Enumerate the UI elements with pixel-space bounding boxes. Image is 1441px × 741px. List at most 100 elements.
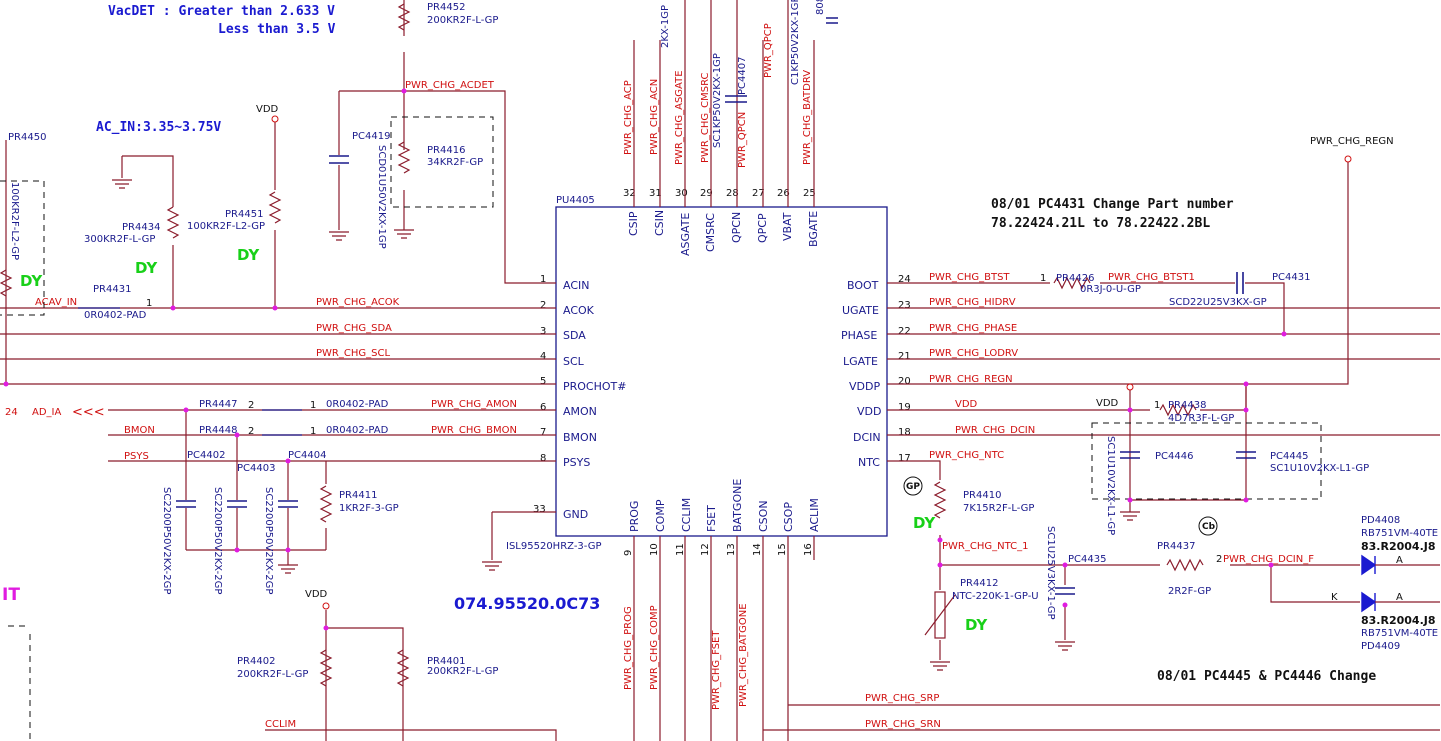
- dy-mark-3: DY: [237, 246, 260, 264]
- pr4447-pin1: 1: [310, 400, 316, 411]
- pr4401-ref: PR4401: [427, 656, 465, 667]
- pc4404-value: SC2200P50V2KX-2GP: [263, 487, 274, 594]
- net-top-batdrv: PWR_CHG_BATDRV: [802, 70, 813, 165]
- note-vacdet-line2: Less than 3.5 V: [218, 22, 336, 37]
- pd4408-ref: PD4408: [1361, 515, 1400, 526]
- gnd-pc4435: [1055, 641, 1075, 651]
- vdd-label-1: VDD: [256, 104, 279, 115]
- right-wires: [887, 162, 1440, 660]
- top-cap-a-value: 2KX-1GP: [660, 5, 671, 48]
- ic-part: ISL95520HRZ-3-GP: [506, 541, 602, 552]
- top-cap-c-symbol: [826, 17, 838, 24]
- pr4447-pin2: 2: [248, 400, 254, 411]
- pin-num-29: 29: [700, 188, 713, 199]
- pr4452-value: 200KR2F-L-GP: [427, 15, 498, 26]
- vdd-pin-1: [271, 115, 279, 123]
- net-phase: PWR_CHG_PHASE: [929, 323, 1017, 334]
- gnd-pr4412: [930, 661, 950, 671]
- pr4431-value: 0R0402-PAD: [84, 310, 147, 321]
- pr4426-symbol: [1053, 276, 1091, 290]
- pc4404-ref: PC4404: [288, 450, 326, 461]
- pin-name-aclim: ACLIM: [808, 498, 821, 532]
- pr4438-symbol: [1159, 403, 1197, 417]
- gp-badge-text: GP: [906, 482, 920, 492]
- pd4409-anode: A: [1396, 592, 1403, 603]
- pin-name-boot: BOOT: [847, 279, 879, 292]
- pc4419-value: SCD01U50V2KX-1GP: [376, 145, 387, 249]
- net-acav-in: ACAV_IN: [35, 297, 77, 308]
- pr4451-symbol: [268, 191, 282, 224]
- pin-name-sda: SDA: [563, 329, 586, 342]
- net-srn: PWR_CHG_SRN: [865, 719, 941, 730]
- pin-num-28: 28: [726, 188, 739, 199]
- pin-num-7: 7: [540, 427, 546, 438]
- dy-mark-1: DY: [20, 272, 43, 290]
- pc4431-symbol: [1236, 272, 1244, 294]
- net-top-asgate: PWR_CHG_ASGATE: [674, 70, 685, 165]
- pr4447-value: 0R0402-PAD: [326, 399, 389, 410]
- pin-name-cson: CSON: [757, 500, 770, 532]
- pin-name-asgate: ASGATE: [679, 213, 692, 256]
- gnd-pc4419: [329, 231, 349, 241]
- pc4431-value: SCD22U25V3KX-GP: [1169, 297, 1267, 308]
- pin-num-18: 18: [898, 427, 911, 438]
- pr4437-pin2: 2: [1216, 554, 1222, 565]
- pin-name-vdd: VDD: [857, 405, 881, 418]
- pr4426-pin1: 1: [1040, 273, 1046, 284]
- pd4409-pn: 83.R2004.J8: [1361, 614, 1436, 627]
- pin-num-25: 25: [803, 188, 816, 199]
- pc4403-ref: PC4403: [237, 463, 275, 474]
- dy-mark-4: DY: [913, 514, 936, 532]
- pc4402-value: SC2200P50V2KX-2GP: [161, 487, 172, 594]
- dy-box-pc4445-4446: [1091, 422, 1322, 500]
- pr4410-symbol: [933, 481, 947, 519]
- net-vdd: VDD: [955, 399, 978, 410]
- pr4416-symbol: [397, 141, 411, 174]
- net-top-qpcp: PWR_QPCP: [763, 23, 774, 78]
- net-ad-ia-num: 24: [5, 407, 18, 418]
- pr4448-value: 0R0402-PAD: [326, 425, 389, 436]
- dy-box-pr4416: [390, 116, 494, 208]
- pin-num-4: 4: [540, 351, 546, 362]
- pd4409-value: RB751VM-40TE: [1361, 628, 1438, 639]
- pin-name-amon: AMON: [563, 405, 597, 418]
- wire-acdet: [339, 90, 556, 284]
- net-bmon-short: BMON: [124, 425, 155, 436]
- pd4409-ref: PD4409: [1361, 641, 1400, 652]
- pin-name-psys: PSYS: [563, 456, 590, 469]
- pd4408-pn: 83.R2004.J8: [1361, 540, 1436, 553]
- pc4445-value: SC1U10V2KX-L1-GP: [1270, 463, 1369, 474]
- note-vacdet-line1: VacDET : Greater than 2.633 V: [108, 4, 335, 19]
- net-acdet: PWR_CHG_ACDET: [405, 80, 495, 91]
- net-psys: PSYS: [124, 451, 149, 462]
- pr4451-ref: PR4451: [225, 209, 263, 220]
- pr4416-ref: PR4416: [427, 145, 465, 156]
- pin-name-dcin: DCIN: [853, 431, 881, 444]
- pin-num-22: 22: [898, 326, 911, 337]
- pin-name-acok: ACOK: [563, 304, 595, 317]
- net-regn: PWR_CHG_REGN: [929, 374, 1013, 385]
- pd4408-symbol: [1361, 554, 1377, 576]
- pin-num-33: 33: [533, 504, 546, 515]
- pc4435-value: SC1U25V3KX-1-GP: [1045, 526, 1056, 620]
- pc4407-ref: PC4407: [737, 57, 748, 95]
- pin-name-comp: COMP: [654, 499, 667, 532]
- pr4448-pin2: 2: [248, 426, 254, 437]
- pr4412-ref: PR4412: [960, 578, 998, 589]
- pc4402-4404-symbols: [176, 500, 298, 508]
- pin-num-26: 26: [777, 188, 790, 199]
- pin-num-19: 19: [898, 402, 911, 413]
- pc4435-symbol: [1055, 587, 1075, 595]
- pin-num-12: 12: [700, 543, 711, 556]
- note-change-1a: 08/01 PC4431 Change Part number: [991, 197, 1234, 212]
- dy-mark-5: DY: [965, 616, 988, 634]
- pc4445-4446-symbols: [1120, 451, 1256, 459]
- pin-name-qpcp: QPCP: [756, 213, 769, 243]
- pr4402-ref: PR4402: [237, 656, 275, 667]
- pin-name-cclim: CCLIM: [680, 498, 693, 532]
- net-btst1: PWR_CHG_BTST1: [1108, 272, 1195, 283]
- net-scl: PWR_CHG_SCL: [316, 348, 390, 359]
- pc4419-symbol: [329, 155, 349, 164]
- net-dcin-f: PWR_CHG_DCIN_F: [1223, 554, 1314, 565]
- dy-box-pr4450: [0, 180, 45, 316]
